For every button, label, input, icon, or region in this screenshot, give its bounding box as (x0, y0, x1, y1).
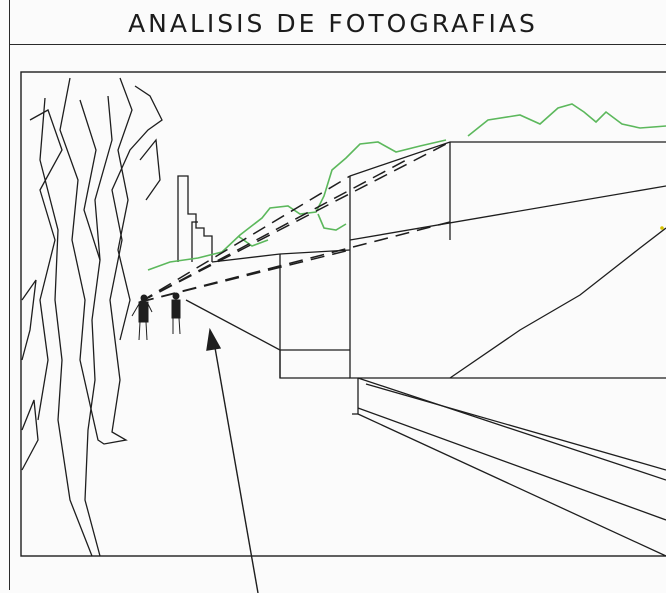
perspective-lines (139, 141, 451, 303)
annotation-arrow (206, 327, 259, 593)
ground-lines (352, 377, 666, 557)
vegetation-line (147, 103, 666, 271)
title-box (9, 0, 666, 45)
human-figures (131, 292, 181, 341)
sheet-title: ANALISIS DE FOTOGRAFIAS (128, 9, 538, 38)
distant-tower (177, 175, 213, 262)
building-blocks (185, 141, 666, 379)
tree-drawing (21, 77, 163, 557)
marker-dot (660, 226, 664, 230)
sheet-border (9, 0, 666, 590)
drawing-frame (20, 71, 666, 557)
